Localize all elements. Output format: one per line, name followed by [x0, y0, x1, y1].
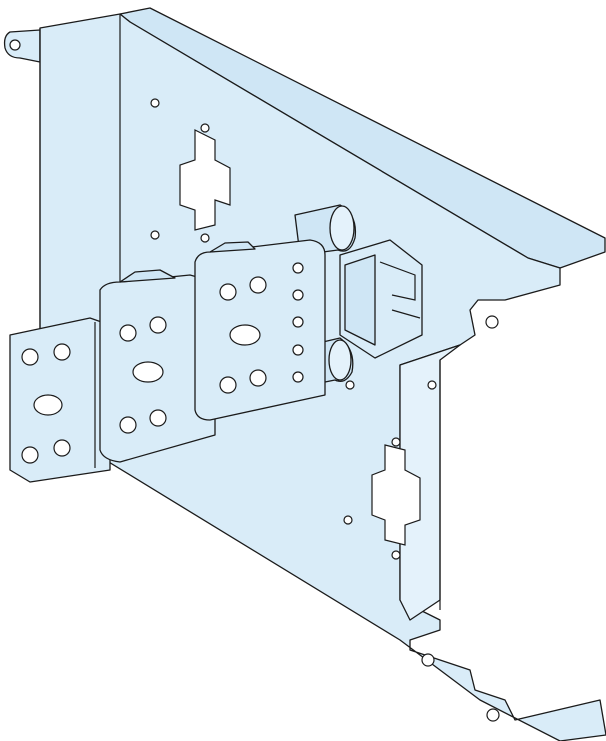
cross-cutout-upper [179, 129, 231, 231]
connector-block [339, 239, 423, 359]
right-mounting-tab [485, 315, 499, 329]
busbar-plate-left [9, 317, 111, 483]
busbar-plate-front [194, 239, 326, 421]
top-left-mounting-tab [3, 29, 41, 63]
cross-cutout-lower [371, 444, 421, 546]
plate-holes [150, 98, 500, 722]
